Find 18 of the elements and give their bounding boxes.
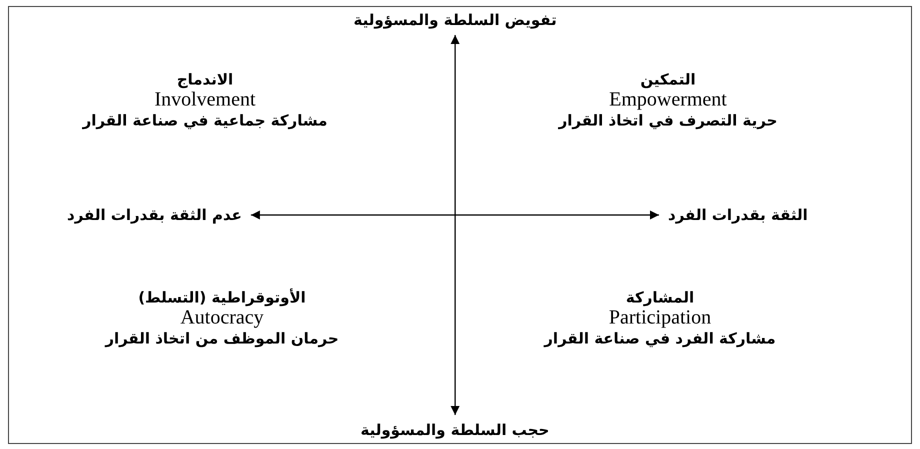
quadrant-description: حرمان الموظف من اتخاذ القرار (105, 328, 339, 348)
quadrant-term: Participation (608, 308, 712, 328)
axis-label: الثقة بقدرات الفرد (665, 203, 811, 227)
quadrant-description: مشاركة الفرد في صناعة القرار (544, 328, 776, 348)
quadrant-title: الاندماج (176, 70, 234, 90)
axis-label: حجب السلطة والمسؤولية (358, 418, 552, 442)
double-arrow (250, 210, 659, 220)
quadrant-title: المشاركة (626, 288, 694, 308)
quadrant-title: التمكين (640, 70, 696, 90)
double-arrow (450, 35, 460, 415)
quadrant-term: Involvement (154, 90, 256, 110)
axis-label: تفويض السلطة والمسؤولية (350, 8, 560, 32)
quadrant-title: الأوتوقراطية (التسلط) (138, 288, 306, 308)
quadrant-term: Empowerment (609, 90, 727, 110)
axis-label: عدم الثقة بقدرات الفرد (64, 203, 245, 227)
quadrant-description: مشاركة جماعية في صناعة القرار (82, 110, 328, 130)
quadrant-term: Autocracy (180, 308, 264, 328)
quadrant-description: حرية التصرف في اتخاذ القرار (558, 110, 778, 130)
